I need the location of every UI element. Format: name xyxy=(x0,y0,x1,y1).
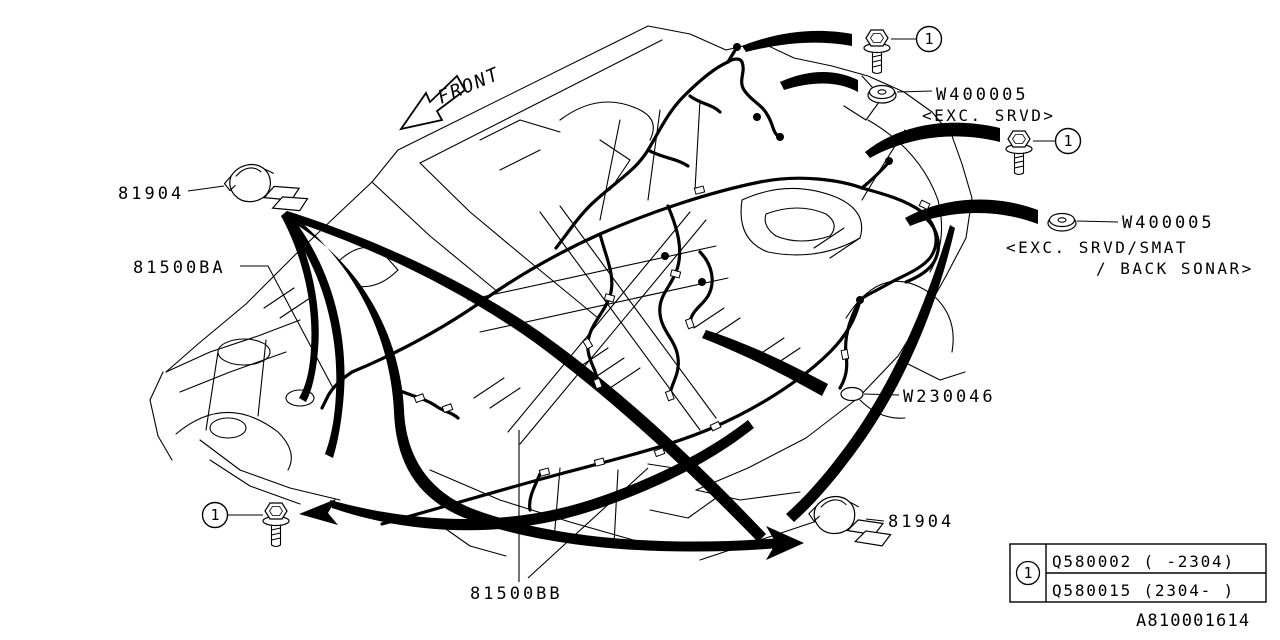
fastener-ref-number: 1 xyxy=(1063,132,1072,150)
legend-ref-number: 1 xyxy=(1023,564,1032,582)
label-clip-bottom-right: 81904 xyxy=(888,512,954,532)
harness-connectors xyxy=(413,185,931,477)
body-sketch xyxy=(149,25,973,561)
harness-connector-dots xyxy=(661,43,893,304)
fan-branch-1 xyxy=(281,211,319,402)
leader-lines xyxy=(187,38,1119,582)
fastener-ref-circle: 1 xyxy=(915,25,943,53)
note-grommet-right-line1: <EXC. SRVD/SMAT xyxy=(1006,238,1188,257)
flange-bolt-icon xyxy=(863,29,891,75)
front-direction-marker: FRONT xyxy=(398,64,504,131)
fastener-ref-number: 1 xyxy=(210,506,219,524)
swoosh-to-grommet-right xyxy=(905,199,1038,226)
label-plug: W230046 xyxy=(903,387,996,407)
harness-clip-icon xyxy=(808,495,892,547)
part-labels: 81904 81500BA W400005 <EXC. SRVD> W40000… xyxy=(118,85,1254,604)
swoosh-to-grommet-top xyxy=(780,71,858,92)
swoosh-to-bolt-right xyxy=(865,122,1000,158)
swoosh-to-plug xyxy=(702,330,828,396)
legend-row-1: Q580002 ( -2304) xyxy=(1052,552,1235,571)
note-grommet-top: <EXC. SRVD> xyxy=(922,106,1055,125)
note-grommet-right-line2: / BACK SONAR> xyxy=(1096,259,1254,278)
fastener-ref-number: 1 xyxy=(924,30,933,48)
harness-clip-icon xyxy=(223,163,309,212)
label-grommet-right: W400005 xyxy=(1122,213,1215,233)
label-harness-front: 81500BA xyxy=(133,258,226,278)
front-label: FRONT xyxy=(435,64,504,109)
arrowhead-right xyxy=(766,526,804,560)
wiring-harness xyxy=(320,43,940,526)
label-harness-rear: 81500BB xyxy=(470,584,563,604)
swoosh-to-bolt-top xyxy=(742,30,852,52)
label-grommet-top: W400005 xyxy=(936,85,1029,105)
front-arrow-icon xyxy=(398,74,467,131)
swoosh-bottom-left xyxy=(330,420,754,531)
grommet-icon xyxy=(1047,212,1077,232)
legend-row-2: Q580015 (2304- ) xyxy=(1052,581,1235,600)
fan-branch-2 xyxy=(281,211,345,458)
arrowhead-left xyxy=(299,499,338,525)
fan-branch-3 xyxy=(283,211,780,552)
flange-bolt-icon xyxy=(1005,130,1033,176)
flange-bolt-icon xyxy=(262,502,290,548)
oval-plug-icon xyxy=(840,386,864,402)
fastener-ref-circle: 1 xyxy=(1054,127,1082,155)
fan-branch-4 xyxy=(283,211,766,542)
grommet-icon xyxy=(867,84,897,104)
legend-table: 1 Q580002 ( -2304) Q580015 (2304- ) xyxy=(1009,543,1267,603)
label-clip-top-left: 81904 xyxy=(118,184,184,204)
diagram-id: A810001614 xyxy=(1136,611,1250,631)
fastener-ref-circle: 1 xyxy=(201,501,229,529)
